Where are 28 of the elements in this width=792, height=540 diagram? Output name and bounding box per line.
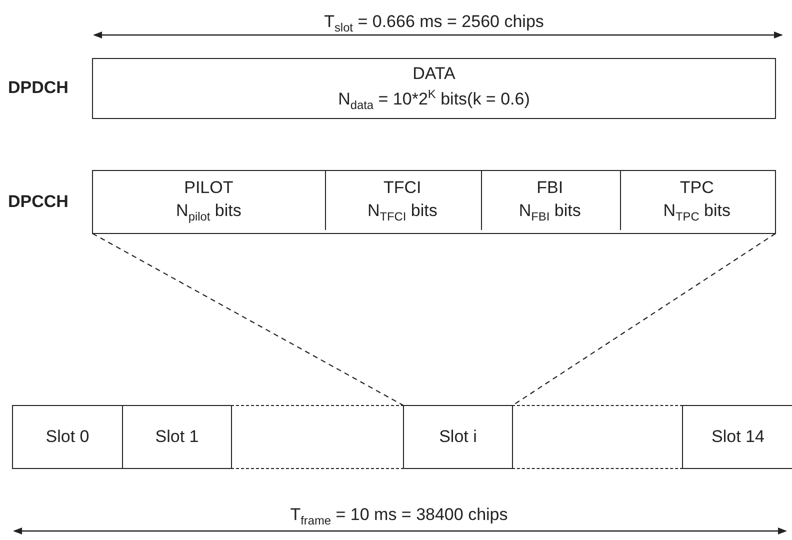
field-name: PILOT — [184, 176, 234, 199]
slot-label: Slot 14 — [712, 426, 764, 448]
omitted-slots-box — [231, 405, 404, 469]
channel-label: DPDCH — [8, 78, 68, 98]
duration-label: T$_{slot}$ = 0.666 ms = 2560 chips — [323, 12, 545, 34]
bit-count: N$_{data}$ = 10*2$^{K}$ bits(k = 0.6) — [338, 86, 530, 114]
slot-box — [12, 405, 123, 469]
slot-box — [403, 405, 513, 469]
bit-count: N$_{pilot}$ bits — [176, 200, 242, 224]
bit-count: N$_{TPC}$ bits — [663, 200, 731, 224]
slot-box — [682, 405, 792, 469]
slot-box — [122, 405, 232, 469]
bit-count: N$_{FBI}$ bits — [518, 200, 581, 224]
slot-label: Slot 0 — [46, 426, 90, 448]
field-name: DATA — [412, 63, 456, 86]
slot-label: Slot 1 — [155, 426, 199, 448]
field-name: FBI — [536, 176, 564, 199]
data-field-box — [92, 58, 776, 119]
field-name: TFCI — [383, 176, 422, 199]
control-channel-box — [92, 170, 776, 234]
zoom-line — [92, 233, 404, 406]
bit-count: N$_{TFCI}$ bits — [367, 200, 438, 224]
field-name: TPC — [680, 176, 714, 199]
omitted-slots-box — [512, 405, 683, 469]
slot-label: Slot i — [439, 426, 477, 448]
zoom-line — [512, 233, 776, 406]
channel-label: DPCCH — [8, 192, 68, 212]
duration-label: T$_{frame}$ = 10 ms = 38400 chips — [289, 505, 509, 528]
